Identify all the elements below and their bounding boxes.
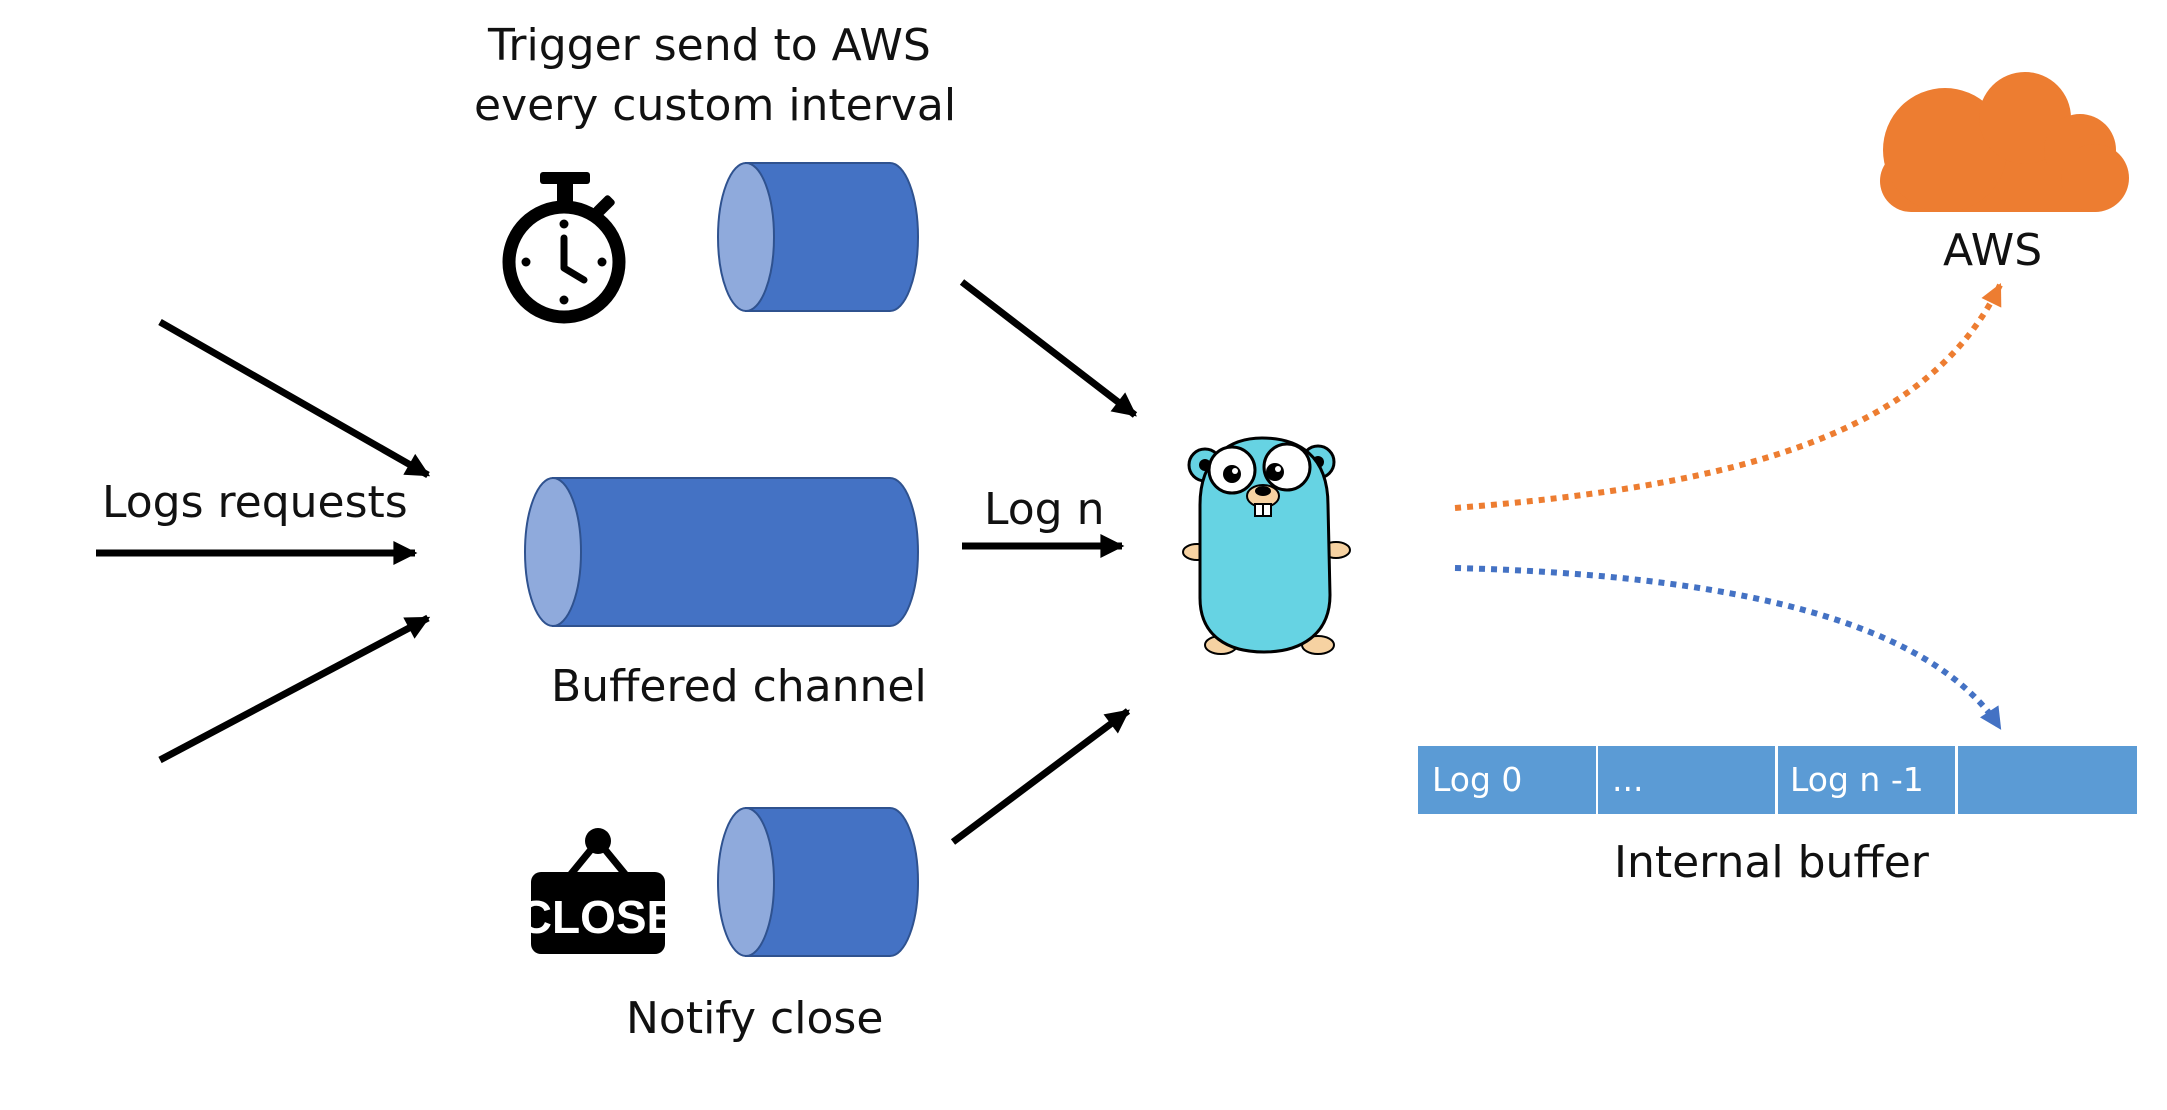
internal-buffer-label: Internal buffer <box>1614 837 1929 888</box>
buffer-cell-label: Log 0 <box>1432 760 1523 799</box>
buffer-cell-label: ... <box>1612 760 1644 799</box>
close-channel-cylinder <box>717 807 919 957</box>
go-gopher-mascot <box>1182 436 1351 655</box>
trigger-label-line1: Trigger send to AWS <box>488 20 931 71</box>
trigger-label-line2: every custom interval <box>474 80 957 131</box>
request-arrow-bottom <box>158 614 431 764</box>
buffer-cell <box>1958 746 2137 814</box>
aws-label: AWS <box>1943 225 2043 276</box>
log-n-label: Log n <box>984 484 1105 535</box>
close-arrow <box>950 708 1131 845</box>
buffered-channel-label: Buffered channel <box>551 661 927 712</box>
cloud-icon <box>1880 72 2129 212</box>
timer-channel-cylinder <box>717 162 919 312</box>
buffer-dotted-arrow <box>1454 565 2003 730</box>
buffer-cell <box>1778 746 1955 814</box>
buffer-cell-label: Log n -1 <box>1790 760 1924 799</box>
notify-close-label: Notify close <box>626 993 884 1044</box>
close-sign-icon: CLOSE <box>519 828 677 954</box>
buffer-cell <box>1598 746 1775 814</box>
aws-dotted-arrow <box>1454 283 2003 511</box>
stopwatch-icon <box>502 172 626 324</box>
logs-requests-label: Logs requests <box>102 477 408 528</box>
close-sign-text: CLOSE <box>519 891 677 943</box>
request-arrow-top <box>158 318 431 479</box>
buffered-channel-cylinder <box>524 477 919 627</box>
buffer-cell <box>1418 746 1596 814</box>
internal-buffer <box>1418 746 2137 814</box>
timer-arrow <box>959 279 1138 418</box>
